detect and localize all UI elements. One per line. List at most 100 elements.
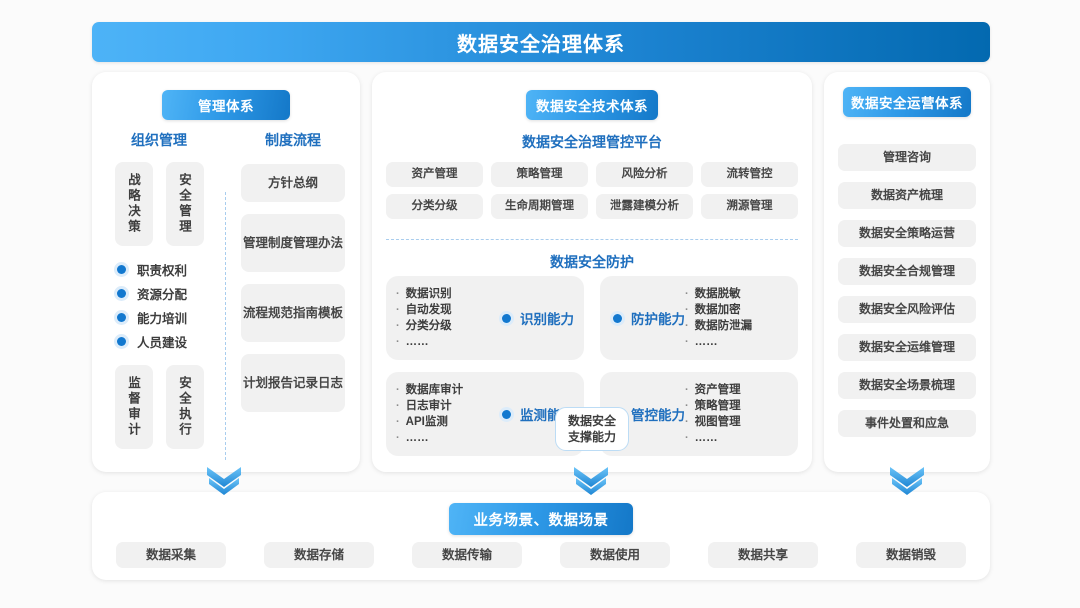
bullet-dot-icon <box>114 261 129 277</box>
process-chip[interactable]: 管理制度管理办法 <box>241 214 345 272</box>
org-top-boxes: 战略决策 安全管理 <box>92 162 226 246</box>
platform-chip[interactable]: 资产管理 <box>386 162 483 187</box>
list-item: · 数据防泄漏 <box>685 318 788 334</box>
center-support-capability: 数据安全支撑能力 <box>555 407 629 451</box>
panel-header-management: 管理体系 <box>162 90 290 120</box>
scenario-chip[interactable]: 数据传输 <box>412 542 522 568</box>
bullet-label: 资源分配 <box>137 287 188 302</box>
panel-operations-system: 数据安全运营体系 管理咨询 数据资产梳理 数据安全策略运营 数据安全合规管理 数… <box>824 72 990 472</box>
capability-quadrants: · 数据识别 · 自动发现 · 分类分级 · … <box>386 276 798 456</box>
capability-label: 识别能力 <box>520 312 574 327</box>
bullet-tick-icon: · <box>396 304 400 316</box>
org-bottom-boxes: 监督审计 安全执行 <box>92 365 226 449</box>
list-item: · …… <box>396 430 499 446</box>
list-item: · …… <box>685 334 788 350</box>
platform-chip[interactable]: 流转管控 <box>701 162 798 187</box>
list-item: · 数据识别 <box>396 286 499 302</box>
list-item: · 视图管理 <box>685 414 788 430</box>
item-label: …… <box>405 432 429 444</box>
item-label: 分类分级 <box>405 320 452 332</box>
platform-chip[interactable]: 分类分级 <box>386 194 483 219</box>
list-item: · 分类分级 <box>396 318 499 334</box>
quadrant-control[interactable]: · 资产管理 · 策略管理 · 视图管理 · … <box>600 372 798 456</box>
process-chip[interactable]: 流程规范指南模板 <box>241 284 345 342</box>
scenario-chip[interactable]: 数据采集 <box>116 542 226 568</box>
platform-chip[interactable]: 溯源管理 <box>701 194 798 219</box>
operations-chip[interactable]: 管理咨询 <box>838 144 976 171</box>
list-item[interactable]: 资源分配 <box>114 281 226 305</box>
bullet-tick-icon: · <box>396 336 400 348</box>
bullet-dot-icon <box>114 285 129 301</box>
bullet-dot-icon <box>499 406 514 422</box>
bullet-dot-icon <box>610 310 625 326</box>
panel-management-system: 管理体系 组织管理 战略决策 安全管理 职责权利 资源分配 <box>92 72 360 472</box>
operations-chip[interactable]: 数据安全风险评估 <box>838 296 976 323</box>
bullet-tick-icon: · <box>685 400 689 412</box>
double-chevron-down-icon <box>207 466 241 496</box>
bullet-label: 人员建设 <box>137 335 188 350</box>
bullet-tick-icon: · <box>396 384 400 396</box>
platform-title: 数据安全治理管控平台 <box>522 134 662 150</box>
org-bullet-list: 职责权利 资源分配 能力培训 人员建设 <box>92 257 226 353</box>
bullet-tick-icon: · <box>685 336 689 348</box>
list-item: · 日志审计 <box>396 398 499 414</box>
scenario-chip[interactable]: 数据销毁 <box>856 542 966 568</box>
page-title: 数据安全治理体系 <box>92 22 990 62</box>
column-organization: 组织管理 战略决策 安全管理 职责权利 资源分配 <box>92 130 226 460</box>
org-box-security-mgmt[interactable]: 安全管理 <box>165 162 204 246</box>
org-box-audit[interactable]: 监督审计 <box>114 365 153 449</box>
operations-chip[interactable]: 数据安全运维管理 <box>838 334 976 361</box>
operations-chip[interactable]: 数据安全场景梳理 <box>838 372 976 399</box>
list-item: · 数据库审计 <box>396 382 499 398</box>
list-item: · 自动发现 <box>396 302 499 318</box>
process-chip[interactable]: 方针总纲 <box>241 164 345 202</box>
org-box-strategy[interactable]: 战略决策 <box>114 162 153 246</box>
column-title-organization: 组织管理 <box>131 132 187 148</box>
item-label: 数据识别 <box>405 288 452 300</box>
list-item: · …… <box>396 334 499 350</box>
bullet-tick-icon: · <box>396 288 400 300</box>
bullet-tick-icon: · <box>685 384 689 396</box>
scenario-chip[interactable]: 数据共享 <box>708 542 818 568</box>
item-label: 资产管理 <box>694 384 741 396</box>
quadrant-protection[interactable]: · 数据脱敏 · 数据加密 · 数据防泄漏 · <box>600 276 798 360</box>
item-label: …… <box>694 336 718 348</box>
platform-capability-grid: 资产管理 策略管理 风险分析 流转管控 分类分级 生命周期管理 泄露建模分析 溯… <box>386 162 798 219</box>
operations-chip[interactable]: 数据安全策略运营 <box>838 220 976 247</box>
item-label: …… <box>694 432 718 444</box>
capability-label: 防护能力 <box>631 312 685 327</box>
item-label: 自动发现 <box>405 304 452 316</box>
list-item: · …… <box>685 430 788 446</box>
item-label: …… <box>405 336 429 348</box>
column-title-process: 制度流程 <box>265 132 321 148</box>
operations-chip[interactable]: 事件处置和应急 <box>838 410 976 437</box>
platform-chip[interactable]: 风险分析 <box>596 162 693 187</box>
bullet-tick-icon: · <box>396 432 400 444</box>
scenario-chip[interactable]: 数据使用 <box>560 542 670 568</box>
scenario-chip[interactable]: 数据存储 <box>264 542 374 568</box>
item-label: 策略管理 <box>694 400 741 412</box>
process-chip[interactable]: 计划报告记录日志 <box>241 354 345 412</box>
list-item[interactable]: 人员建设 <box>114 329 226 353</box>
bullet-tick-icon: · <box>685 320 689 332</box>
bullet-tick-icon: · <box>396 416 400 428</box>
operations-chip[interactable]: 数据安全合规管理 <box>838 258 976 285</box>
operations-chip[interactable]: 数据资产梳理 <box>838 182 976 209</box>
org-box-execution[interactable]: 安全执行 <box>165 365 204 449</box>
bullet-tick-icon: · <box>396 400 400 412</box>
process-chip-list: 方针总纲 管理制度管理办法 流程规范指南模板 计划报告记录日志 <box>226 164 360 412</box>
management-columns: 组织管理 战略决策 安全管理 职责权利 资源分配 <box>92 130 360 460</box>
platform-chip[interactable]: 泄露建模分析 <box>596 194 693 219</box>
item-label: 视图管理 <box>694 416 741 428</box>
quadrant-monitoring[interactable]: · 数据库审计 · 日志审计 · API监测 · <box>386 372 584 456</box>
list-item[interactable]: 职责权利 <box>114 257 226 281</box>
list-item[interactable]: 能力培训 <box>114 305 226 329</box>
platform-chip[interactable]: 策略管理 <box>491 162 588 187</box>
quadrant-identification[interactable]: · 数据识别 · 自动发现 · 分类分级 · … <box>386 276 584 360</box>
column-process: 制度流程 方针总纲 管理制度管理办法 流程规范指南模板 计划报告记录日志 <box>226 130 360 460</box>
scenario-chip-row: 数据采集 数据存储 数据传输 数据使用 数据共享 数据销毁 <box>116 542 966 568</box>
panel-technology-system: 数据安全技术体系 数据安全治理管控平台 资产管理 策略管理 风险分析 流转管控 … <box>372 72 812 472</box>
platform-chip[interactable]: 生命周期管理 <box>491 194 588 219</box>
panel-header-operations: 数据安全运营体系 <box>843 87 971 117</box>
